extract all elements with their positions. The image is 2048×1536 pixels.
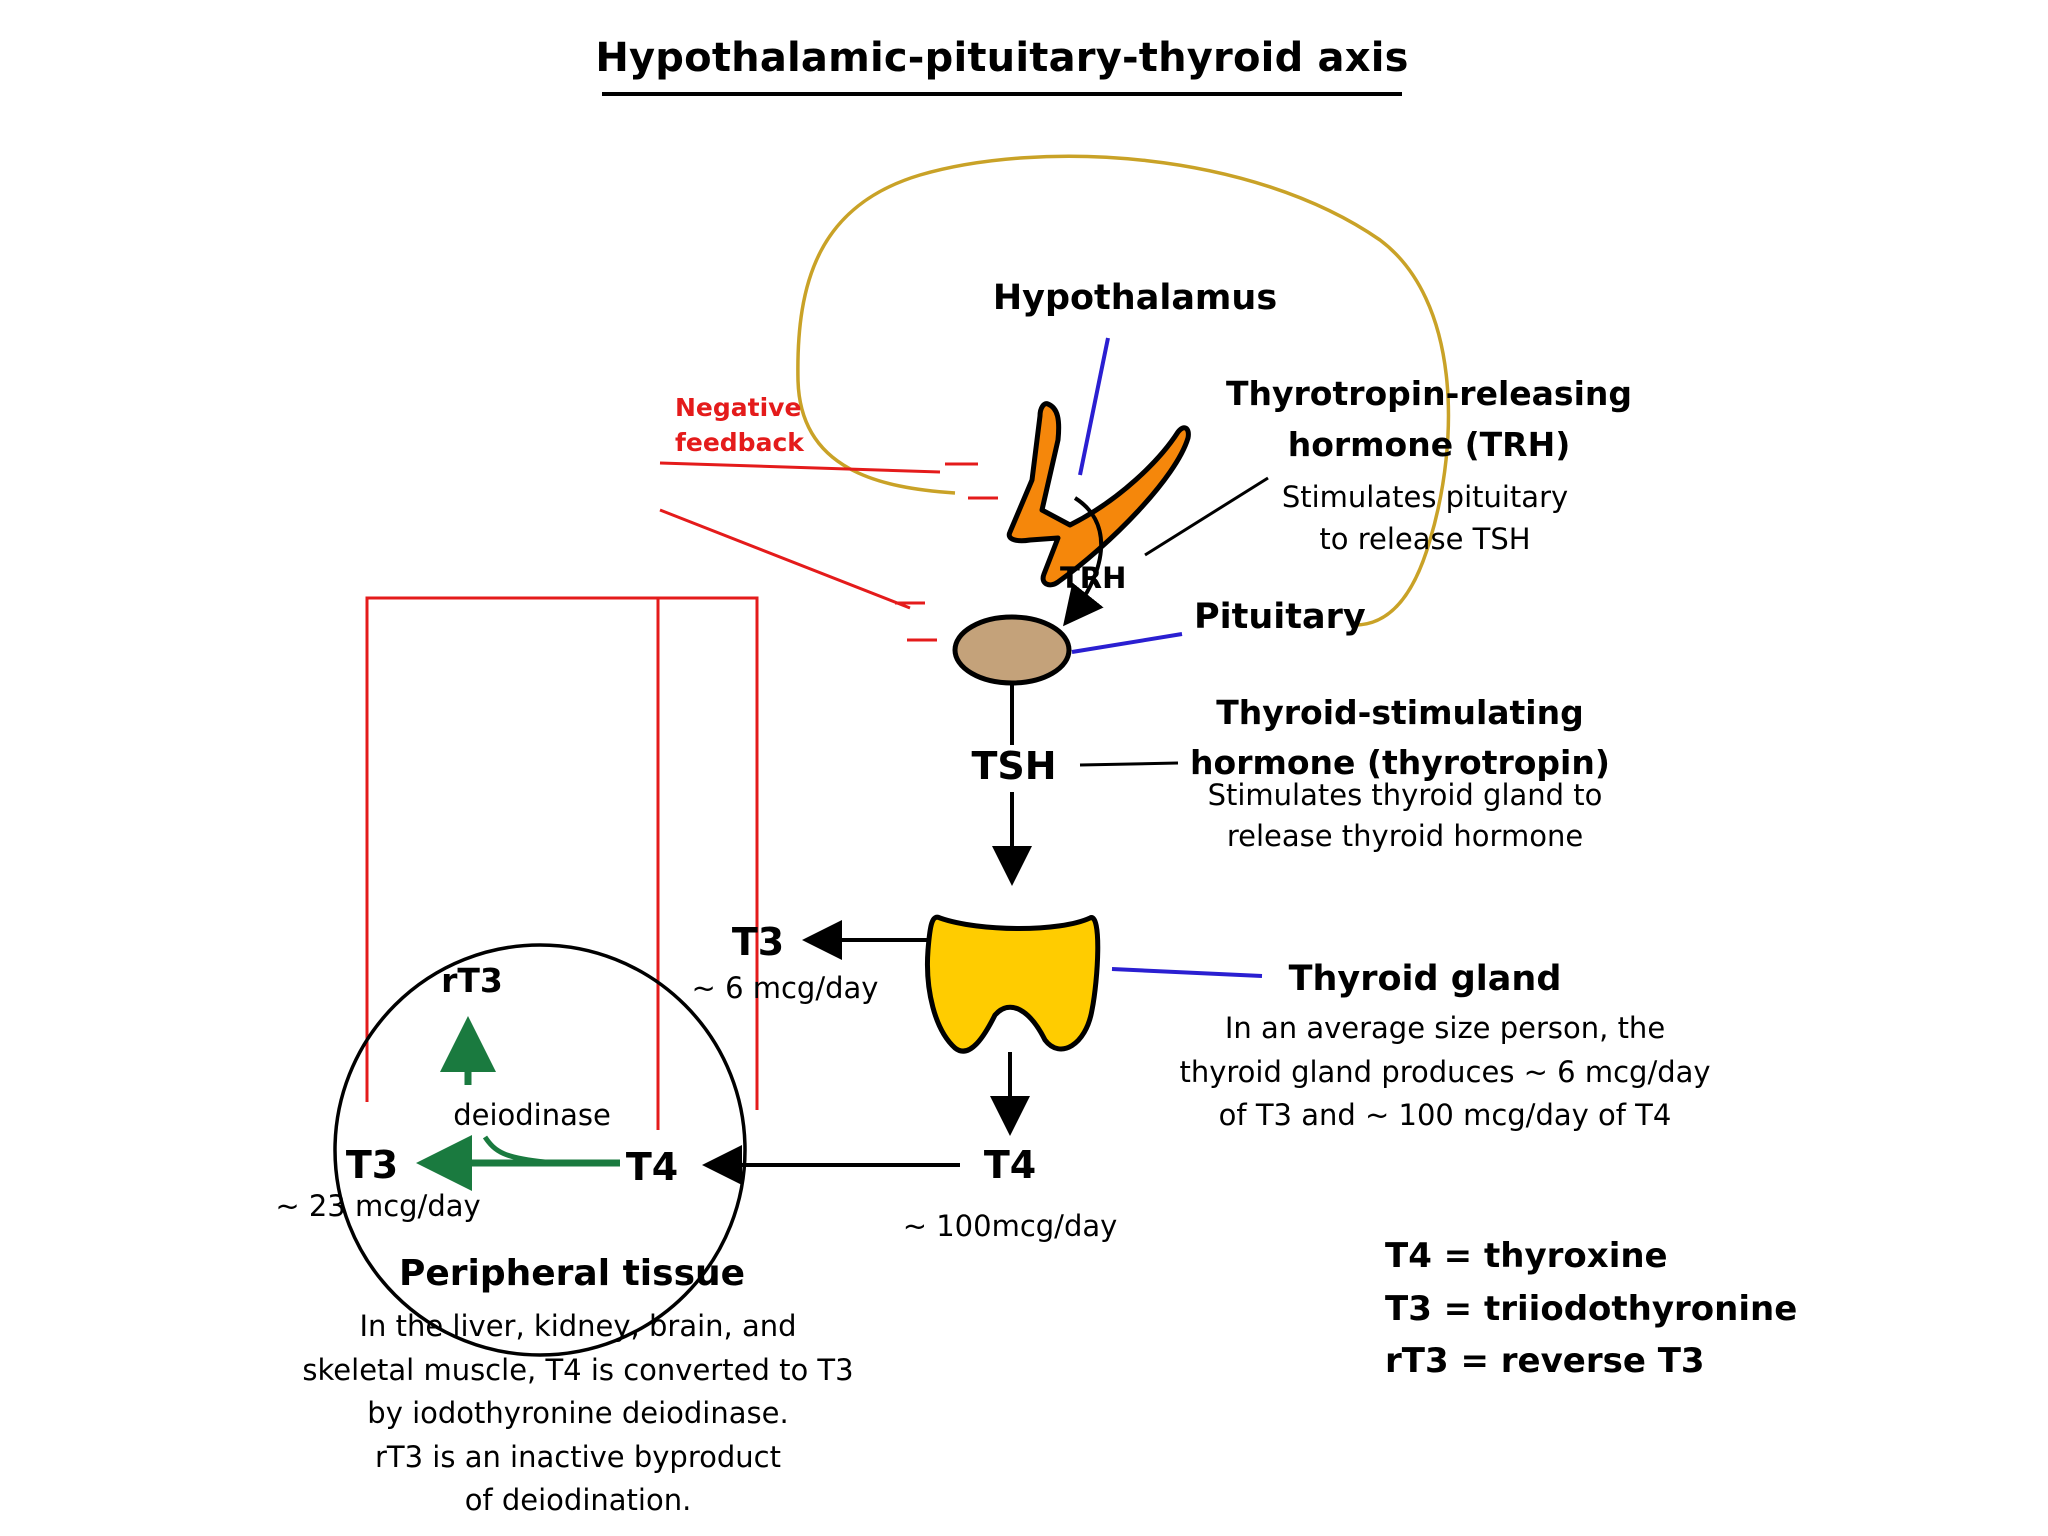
hypothalamus-label: Hypothalamus	[992, 278, 1278, 318]
peripheral-desc-line1: In the liver, kidney, brain, and	[359, 1309, 797, 1343]
thyroid-desc-line1: In an average size person, the	[1224, 1011, 1666, 1045]
thyroid-gland-description: In an average size person, the thyroid g…	[1179, 1007, 1710, 1138]
trh-description: Stimulates pituitary to release TSH	[1282, 476, 1568, 560]
trh-title-line2: hormone (TRH)	[1287, 425, 1571, 465]
tsh-description: Stimulates thyroid gland to release thyr…	[1208, 775, 1603, 856]
t3-output-rate: ~ 6 mcg/day	[691, 971, 879, 1005]
pituitary-shape	[952, 614, 1072, 686]
negative-feedback-lines	[365, 461, 998, 1130]
thyroid-gland-label: Thyroid gland	[1288, 959, 1562, 999]
peripheral-tissue-description: In the liver, kidney, brain, and skeleta…	[302, 1305, 853, 1523]
rt3-label: rT3	[441, 961, 503, 1000]
legend-rt3: rT3 = reverse T3	[1385, 1341, 1705, 1382]
t4-output-label: T4	[983, 1143, 1037, 1187]
feedback-loop-curve	[796, 154, 1451, 627]
thyroid-pointer	[1111, 967, 1263, 978]
tsh-pointer	[1079, 761, 1179, 767]
peripheral-desc-line5: of deiodination.	[464, 1483, 692, 1517]
peripheral-tissue-circle	[333, 943, 747, 1357]
tsh-title-line1: Thyroid-stimulating	[1216, 693, 1584, 732]
hypothalamus-shape	[1006, 401, 1191, 588]
trh-pointer	[1144, 476, 1269, 557]
tsh-label: TSH	[971, 744, 1057, 788]
thyroid-gland-shape	[925, 914, 1101, 1054]
negative-feedback-label: Negative feedback	[675, 390, 804, 460]
trh-title: Thyrotropin-releasing hormone (TRH)	[1226, 368, 1632, 470]
t4-output-rate: ~ 100mcg/day	[902, 1209, 1118, 1243]
tsh-desc-line1: Stimulates thyroid gland to	[1207, 778, 1603, 812]
peripheral-tissue-title: Peripheral tissue	[398, 1253, 746, 1294]
peripheral-t4-label: T4	[625, 1145, 679, 1189]
peripheral-desc-line3: by iodothyronine deiodinase.	[367, 1396, 789, 1430]
page-title: Hypothalamic-pituitary-thyroid axis	[595, 35, 1409, 81]
thyroid-desc-line2: thyroid gland produces ~ 6 mcg/day	[1179, 1054, 1711, 1089]
peripheral-t3-label: T3	[345, 1143, 399, 1187]
t3-output-label: T3	[731, 920, 785, 964]
tsh-title-line2: hormone (thyrotropin)	[1190, 742, 1610, 782]
trh-title-line1: Thyrotropin-releasing	[1226, 374, 1632, 413]
legend-t3: T3 = triiodothyronine	[1385, 1288, 1798, 1329]
peripheral-desc-line2: skeletal muscle, T4 is converted to T3	[302, 1352, 854, 1387]
thyroid-desc-line3: of T3 and ~ 100 mcg/day of T4	[1218, 1098, 1672, 1132]
hypothalamus-pointer	[1078, 337, 1110, 476]
peripheral-desc-line4: rT3 is an inactive byproduct	[375, 1439, 781, 1474]
negative-feedback-line1: Negative	[675, 393, 802, 422]
trh-arrow	[1063, 496, 1104, 627]
trh-desc-line1: Stimulates pituitary	[1281, 480, 1569, 514]
deiodinase-label: deiodinase	[453, 1098, 611, 1132]
tsh-desc-line2: release thyroid hormone	[1226, 818, 1584, 853]
deiodinase-branch	[482, 1135, 546, 1165]
abbreviation-legend: T4 = thyroxine T3 = triiodothyronine rT3…	[1385, 1230, 1797, 1388]
trh-arrow-label: TRH	[1060, 561, 1127, 595]
legend-t4: T4 = thyroxine	[1385, 1236, 1668, 1276]
trh-desc-line2: to release TSH	[1319, 522, 1531, 557]
pituitary-label: Pituitary	[1194, 597, 1366, 637]
peripheral-t3-rate: ~ 23 mcg/day	[275, 1189, 481, 1223]
pituitary-pointer	[1071, 632, 1183, 654]
negative-feedback-line2: feedback	[675, 428, 804, 457]
tsh-title: Thyroid-stimulating hormone (thyrotropin…	[1190, 688, 1610, 787]
